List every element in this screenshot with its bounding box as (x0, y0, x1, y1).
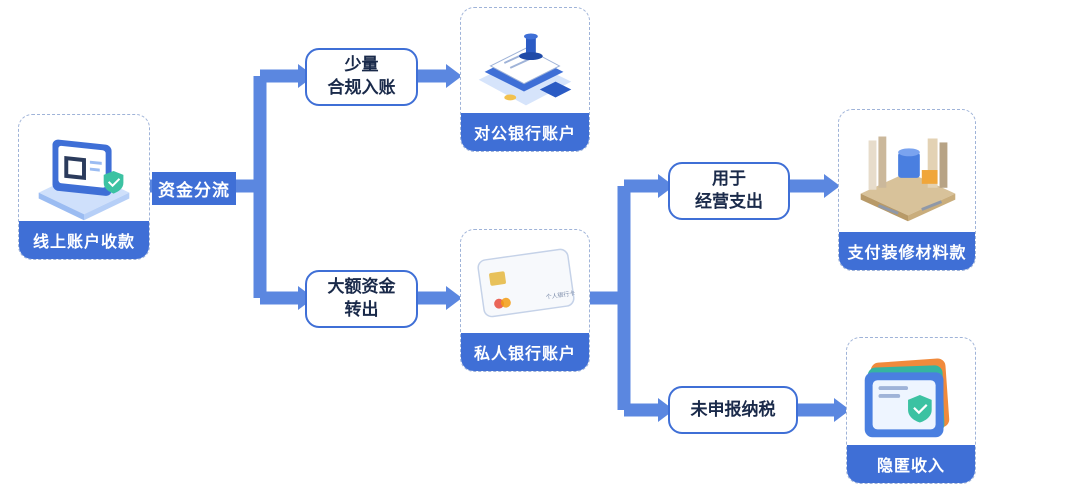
node-online-account: 线上账户收款 (18, 114, 150, 260)
branch-arrow (590, 179, 660, 417)
edge-label-large-transfer: 大额资金 转出 (305, 270, 418, 328)
edge-label-for-operations-line2: 经营支出 (695, 192, 763, 212)
node-decoration-payment-label: 支付装修材料款 (839, 232, 975, 270)
payment-terminal-illustration (38, 139, 130, 221)
node-personal-account-label: 私人银行账户 (461, 333, 589, 371)
arrowhead (658, 174, 674, 198)
arrowhead (446, 64, 462, 88)
node-hidden-income: 隐匿收入 (846, 337, 976, 484)
bank-card-illustration: 个人银行卡 (477, 248, 576, 318)
building-materials-illustration (860, 136, 956, 222)
edge-label-for-operations-line1: 用于 (712, 169, 746, 189)
arrowhead (658, 398, 674, 422)
arrowhead (824, 174, 840, 198)
node-personal-account: 个人银行卡 私人银行账户 (460, 229, 590, 372)
edge-label-large-transfer-line2: 转出 (344, 300, 379, 320)
document-stamp-illustration (478, 33, 572, 106)
arrowhead (446, 286, 462, 310)
node-hidden-income-label: 隐匿收入 (847, 445, 975, 483)
node-corporate-account-label: 对公银行账户 (461, 113, 589, 151)
edge-label-fund-split: 资金分流 (152, 172, 236, 205)
node-online-account-label: 线上账户收款 (19, 221, 149, 259)
edge-label-no-tax-report-text: 未申报纳税 (690, 399, 776, 420)
edge-label-no-tax-report: 未申报纳税 (668, 386, 798, 434)
node-corporate-account: 对公银行账户 (460, 7, 590, 152)
edge-label-large-transfer-line1: 大额资金 (327, 277, 396, 297)
wallet-shield-illustration (864, 358, 950, 438)
edge-label-small-compliant-line2: 合规入账 (327, 78, 396, 98)
arrowhead (834, 398, 850, 422)
edge-label-small-compliant-line1: 少量 (344, 55, 379, 75)
edge-label-small-compliant: 少量 合规入账 (305, 48, 418, 106)
node-decoration-payment: 支付装修材料款 (838, 109, 976, 271)
edge-label-for-operations: 用于 经营支出 (668, 162, 790, 220)
